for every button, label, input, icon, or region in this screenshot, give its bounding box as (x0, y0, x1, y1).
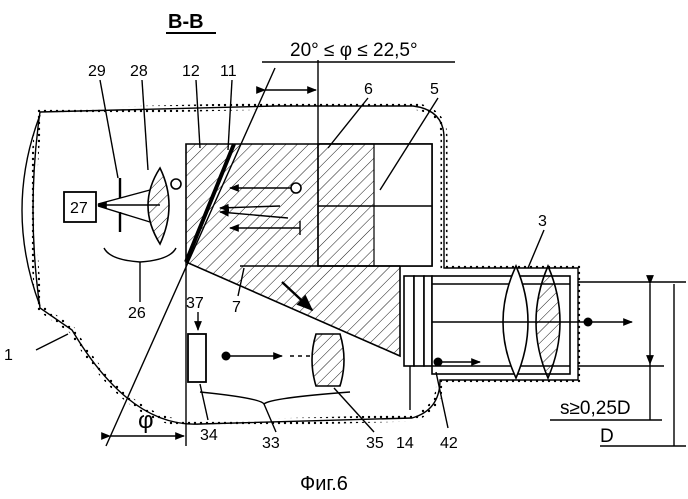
label-28: 28 (130, 63, 148, 80)
label-7: 7 (232, 299, 241, 316)
label-5: 5 (430, 81, 439, 98)
leader-33 (264, 404, 276, 432)
prism-block-5-hatch (318, 144, 374, 266)
filter-plate-14c (424, 276, 432, 366)
laser-beam-dot (222, 352, 231, 361)
label-42: 42 (440, 435, 458, 452)
leader-1 (36, 334, 68, 350)
label-34: 34 (200, 427, 218, 444)
leader-29 (100, 80, 118, 178)
lens-35 (312, 334, 344, 386)
bracket-26 (104, 248, 176, 262)
label-3: 3 (538, 213, 547, 230)
d-label: D (600, 426, 614, 447)
lens-28 (148, 168, 169, 244)
label-1: 1 (4, 347, 13, 364)
output-beam-dot (434, 358, 443, 367)
filter-plate-14a (404, 276, 414, 366)
lens-28-mark (171, 179, 181, 189)
label-26: 26 (128, 305, 146, 322)
leader-35 (334, 388, 374, 432)
label-14: 14 (396, 435, 414, 452)
leader-3 (528, 230, 544, 268)
label-12: 12 (182, 63, 200, 80)
label-11: 11 (220, 63, 237, 80)
label-27: 27 (70, 200, 88, 217)
filter-plate-14b (414, 276, 424, 366)
bracket-33 (200, 392, 350, 404)
leader-11 (228, 80, 232, 150)
detector-beam-3 (98, 206, 150, 222)
label-6: 6 (364, 81, 373, 98)
leader-28 (142, 80, 148, 170)
light-source-circle (291, 183, 301, 193)
detector-beam-2 (98, 190, 150, 204)
angle-symbol-label: φ (138, 407, 154, 434)
label-29: 29 (88, 63, 106, 80)
label-35: 35 (366, 435, 384, 452)
laser-block-34 (188, 334, 206, 382)
label-33: 33 (262, 435, 280, 452)
s-condition-label: s≥0,25D (560, 398, 631, 419)
section-title: В-В (168, 11, 204, 33)
angle-range-label: 20° ≤ φ ≤ 22,5° (290, 40, 418, 61)
leader-34 (200, 384, 208, 420)
leader-12 (196, 80, 200, 148)
figure-caption: Фиг.6 (300, 473, 348, 495)
label-37: 37 (186, 295, 204, 312)
